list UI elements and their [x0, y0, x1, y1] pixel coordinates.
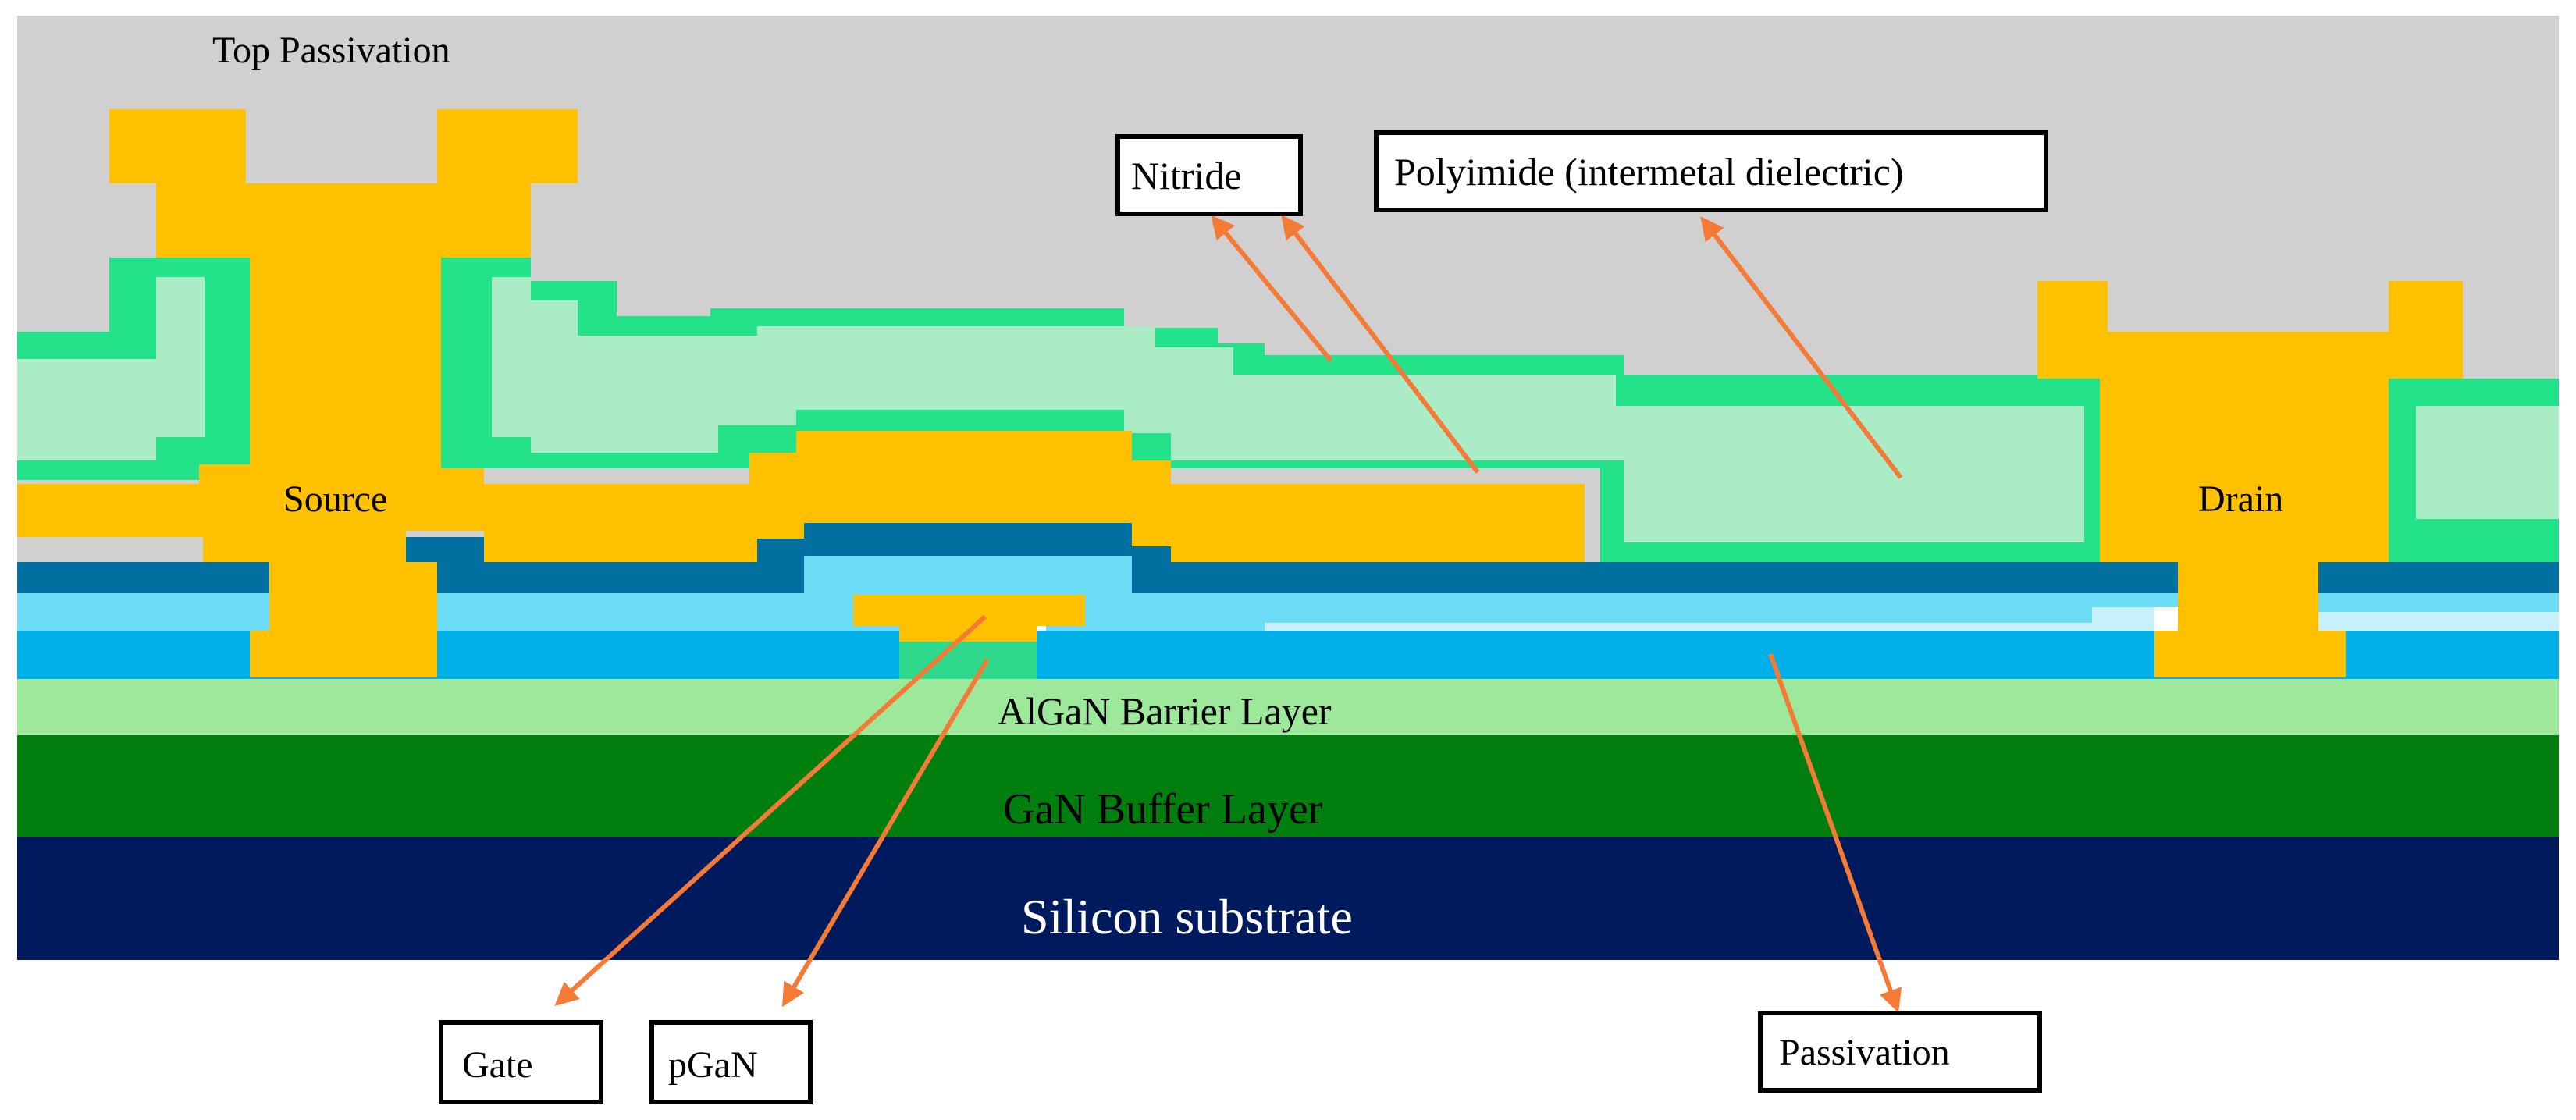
silicon-substrate-layer — [17, 835, 2559, 960]
arrow-passivation — [1768, 652, 1902, 1013]
arrow-nitride-2 — [1281, 215, 1480, 474]
passivation-gate-opening — [804, 556, 1132, 601]
polyimide-left — [17, 277, 205, 460]
algan-barrier-label: AlGaN Barrier Layer — [998, 689, 1332, 733]
drain-metal — [2037, 281, 2463, 677]
nitride-label-box — [1115, 134, 1303, 216]
passivation-light-layer — [1265, 607, 2154, 631]
passivation-light-right — [2311, 612, 2559, 631]
field-plate-metal — [484, 431, 1585, 562]
gan-buffer-label: GaN Buffer Layer — [1003, 785, 1323, 834]
passivation-dark-layer — [17, 523, 2559, 593]
arrow-pgan — [781, 658, 990, 1008]
algan-barrier-layer — [17, 677, 2559, 735]
source-label: Source — [283, 478, 387, 520]
gate-label: Gate — [462, 1044, 533, 1086]
polyimide-label-box — [1374, 130, 2048, 212]
drain-label: Drain — [2198, 478, 2283, 520]
arrow-polyimide — [1700, 216, 1903, 479]
silicon-substrate-label: Silicon substrate — [1021, 889, 1353, 944]
arrow-gate — [554, 614, 987, 1007]
gate-metal — [853, 595, 1085, 626]
polyimide-main — [492, 277, 2084, 542]
polyimide-label: Polyimide (intermetal dielectric) — [1394, 150, 1904, 194]
source-metal — [17, 109, 578, 677]
pgan-label-box — [649, 1020, 813, 1104]
passivation-mid-layer — [17, 593, 2559, 631]
gan-buffer-layer — [17, 734, 2559, 837]
pgan-label: pGaN — [668, 1044, 758, 1086]
passivation-label: Passivation — [1779, 1032, 1950, 1073]
passivation-label-box — [1758, 1011, 2042, 1093]
polyimide-right — [2416, 406, 2559, 519]
gate-label-box — [439, 1020, 603, 1104]
nitride-label: Nitride — [1131, 154, 1242, 197]
passivation-base-layer — [17, 631, 2559, 679]
top-passivation-label: Top Passivation — [212, 30, 450, 71]
arrow-nitride-1 — [1211, 215, 1333, 362]
